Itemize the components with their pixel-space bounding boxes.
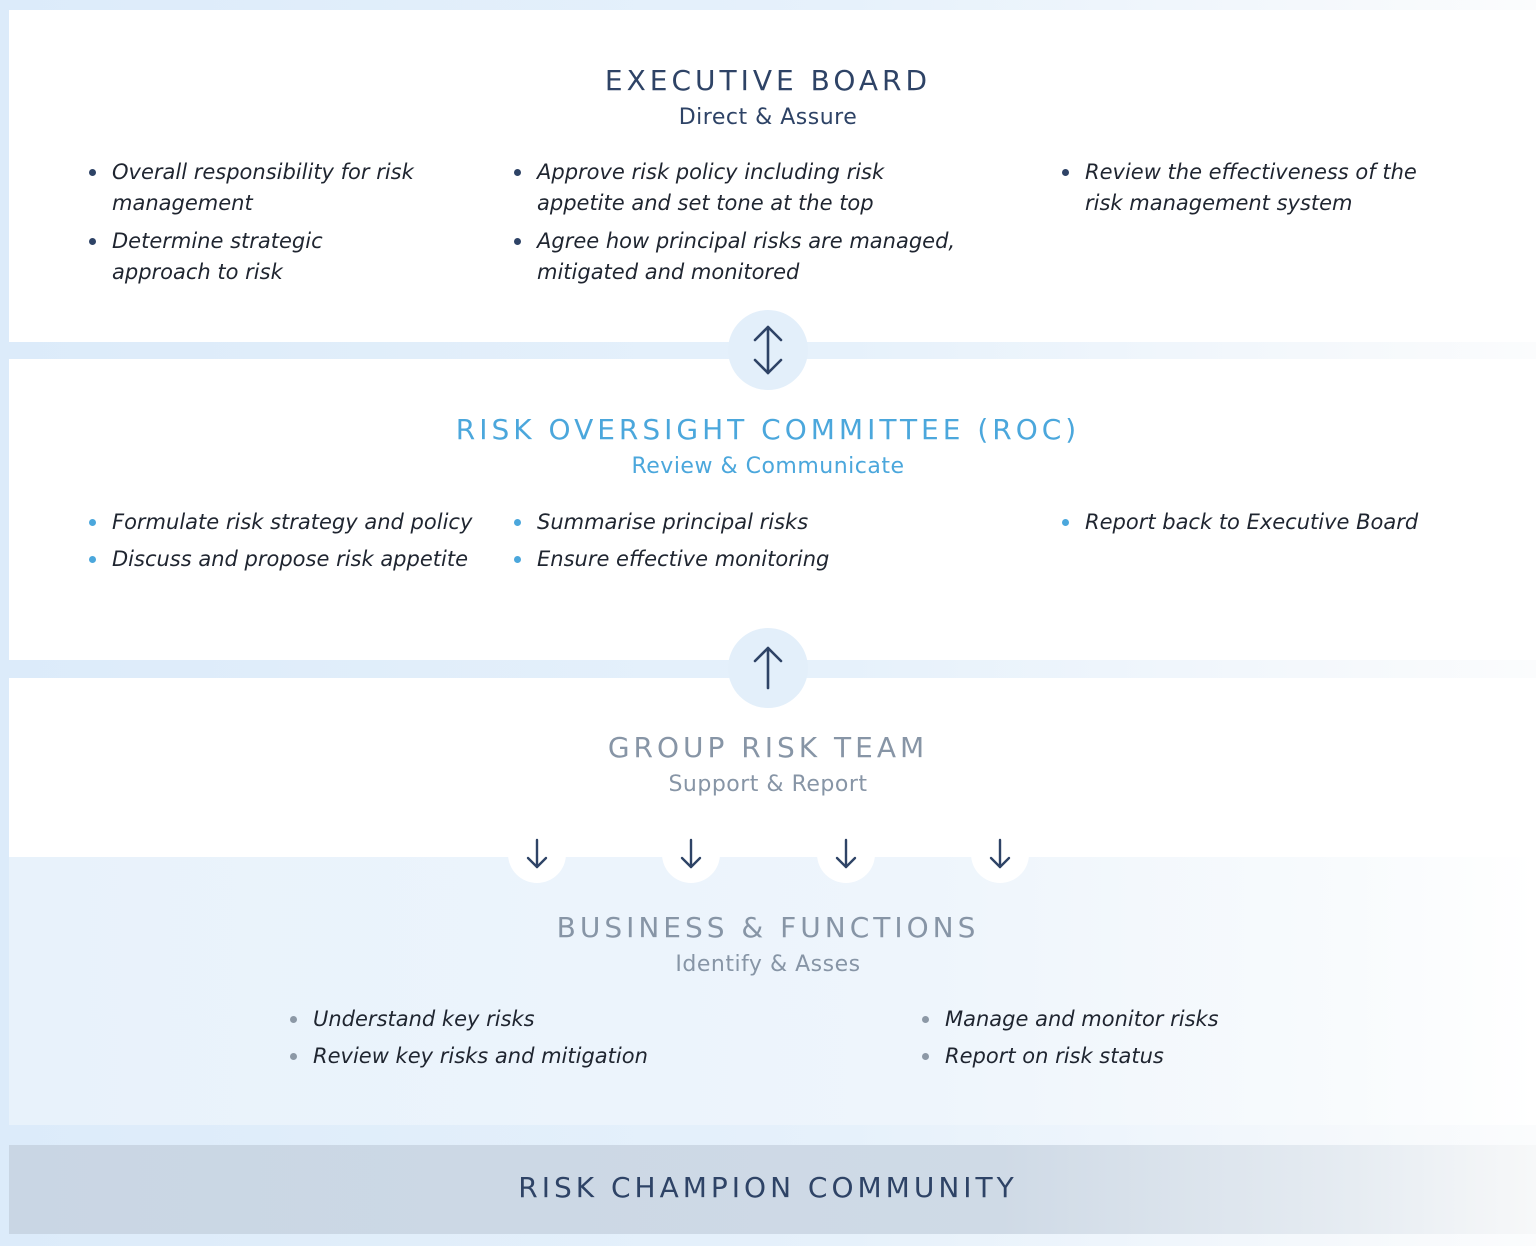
arrow-down-icon bbox=[971, 825, 1029, 883]
bullet-icon bbox=[514, 519, 521, 526]
double-arrow-icon bbox=[728, 310, 808, 390]
list-item: Approve risk policy including risk appet… bbox=[513, 157, 978, 219]
bullet-icon bbox=[1062, 519, 1069, 526]
bullet-icon bbox=[514, 238, 521, 245]
bullet-icon bbox=[290, 1016, 297, 1023]
executive-board-subtitle: Direct & Assure bbox=[678, 105, 858, 130]
roc-list-3: Report back to Executive Board bbox=[1061, 507, 1461, 545]
roc-title: RISK OVERSIGHT COMMITTEE (ROC) bbox=[455, 413, 1081, 446]
business-functions-list-1: Understand key risks Review key risks an… bbox=[289, 1004, 689, 1079]
executive-board-panel bbox=[9, 10, 1536, 342]
list-item: Report back to Executive Board bbox=[1061, 507, 1461, 538]
list-item: Formulate risk strategy and policy bbox=[88, 507, 488, 538]
list-item: Agree how principal risks are managed, m… bbox=[513, 226, 978, 288]
bullet-icon bbox=[89, 169, 96, 176]
bullet-icon bbox=[922, 1016, 929, 1023]
risk-champion-title: RISK CHAMPION COMMUNITY bbox=[518, 1171, 1018, 1204]
group-risk-team-title: GROUP RISK TEAM bbox=[607, 731, 929, 764]
list-item: Review the effectiveness of the risk man… bbox=[1061, 157, 1421, 219]
arrow-down-icon bbox=[508, 825, 566, 883]
business-functions-subtitle: Identify & Asses bbox=[675, 952, 861, 977]
group-risk-team-subtitle: Support & Report bbox=[668, 772, 868, 797]
list-item: Summarise principal risks bbox=[513, 507, 913, 538]
list-item: Review key risks and mitigation bbox=[289, 1041, 689, 1072]
executive-board-list-2: Approve risk policy including risk appet… bbox=[513, 157, 978, 295]
executive-board-list-1: Overall responsibility for risk manageme… bbox=[88, 157, 428, 295]
arrow-down-icon bbox=[817, 825, 875, 883]
roc-list-2: Summarise principal risks Ensure effecti… bbox=[513, 507, 913, 582]
bullet-icon bbox=[290, 1053, 297, 1060]
risk-champion-panel bbox=[9, 1145, 1536, 1234]
arrow-up-icon bbox=[728, 628, 808, 708]
arrow-down-icon bbox=[662, 825, 720, 883]
bullet-icon bbox=[89, 519, 96, 526]
business-functions-title: BUSINESS & FUNCTIONS bbox=[556, 911, 980, 944]
executive-board-title: EXECUTIVE BOARD bbox=[604, 64, 932, 97]
list-item: Ensure effective monitoring bbox=[513, 544, 913, 575]
list-item: Report on risk status bbox=[921, 1041, 1321, 1072]
business-functions-list-2: Manage and monitor risks Report on risk … bbox=[921, 1004, 1321, 1079]
roc-panel bbox=[9, 359, 1536, 660]
list-item: Manage and monitor risks bbox=[921, 1004, 1321, 1035]
bullet-icon bbox=[514, 169, 521, 176]
list-item: Determine strategic approach to risk bbox=[88, 226, 428, 288]
business-functions-panel bbox=[9, 857, 1536, 1125]
group-risk-team-panel bbox=[9, 678, 1536, 857]
list-item: Understand key risks bbox=[289, 1004, 689, 1035]
bullet-icon bbox=[89, 238, 96, 245]
bullet-icon bbox=[1062, 169, 1069, 176]
list-item: Discuss and propose risk appetite bbox=[88, 544, 488, 575]
executive-board-list-3: Review the effectiveness of the risk man… bbox=[1061, 157, 1421, 226]
roc-subtitle: Review & Communicate bbox=[631, 454, 905, 479]
bullet-icon bbox=[922, 1053, 929, 1060]
bullet-icon bbox=[89, 556, 96, 563]
bullet-icon bbox=[514, 556, 521, 563]
list-item: Overall responsibility for risk manageme… bbox=[88, 157, 428, 219]
roc-list-1: Formulate risk strategy and policy Discu… bbox=[88, 507, 488, 582]
